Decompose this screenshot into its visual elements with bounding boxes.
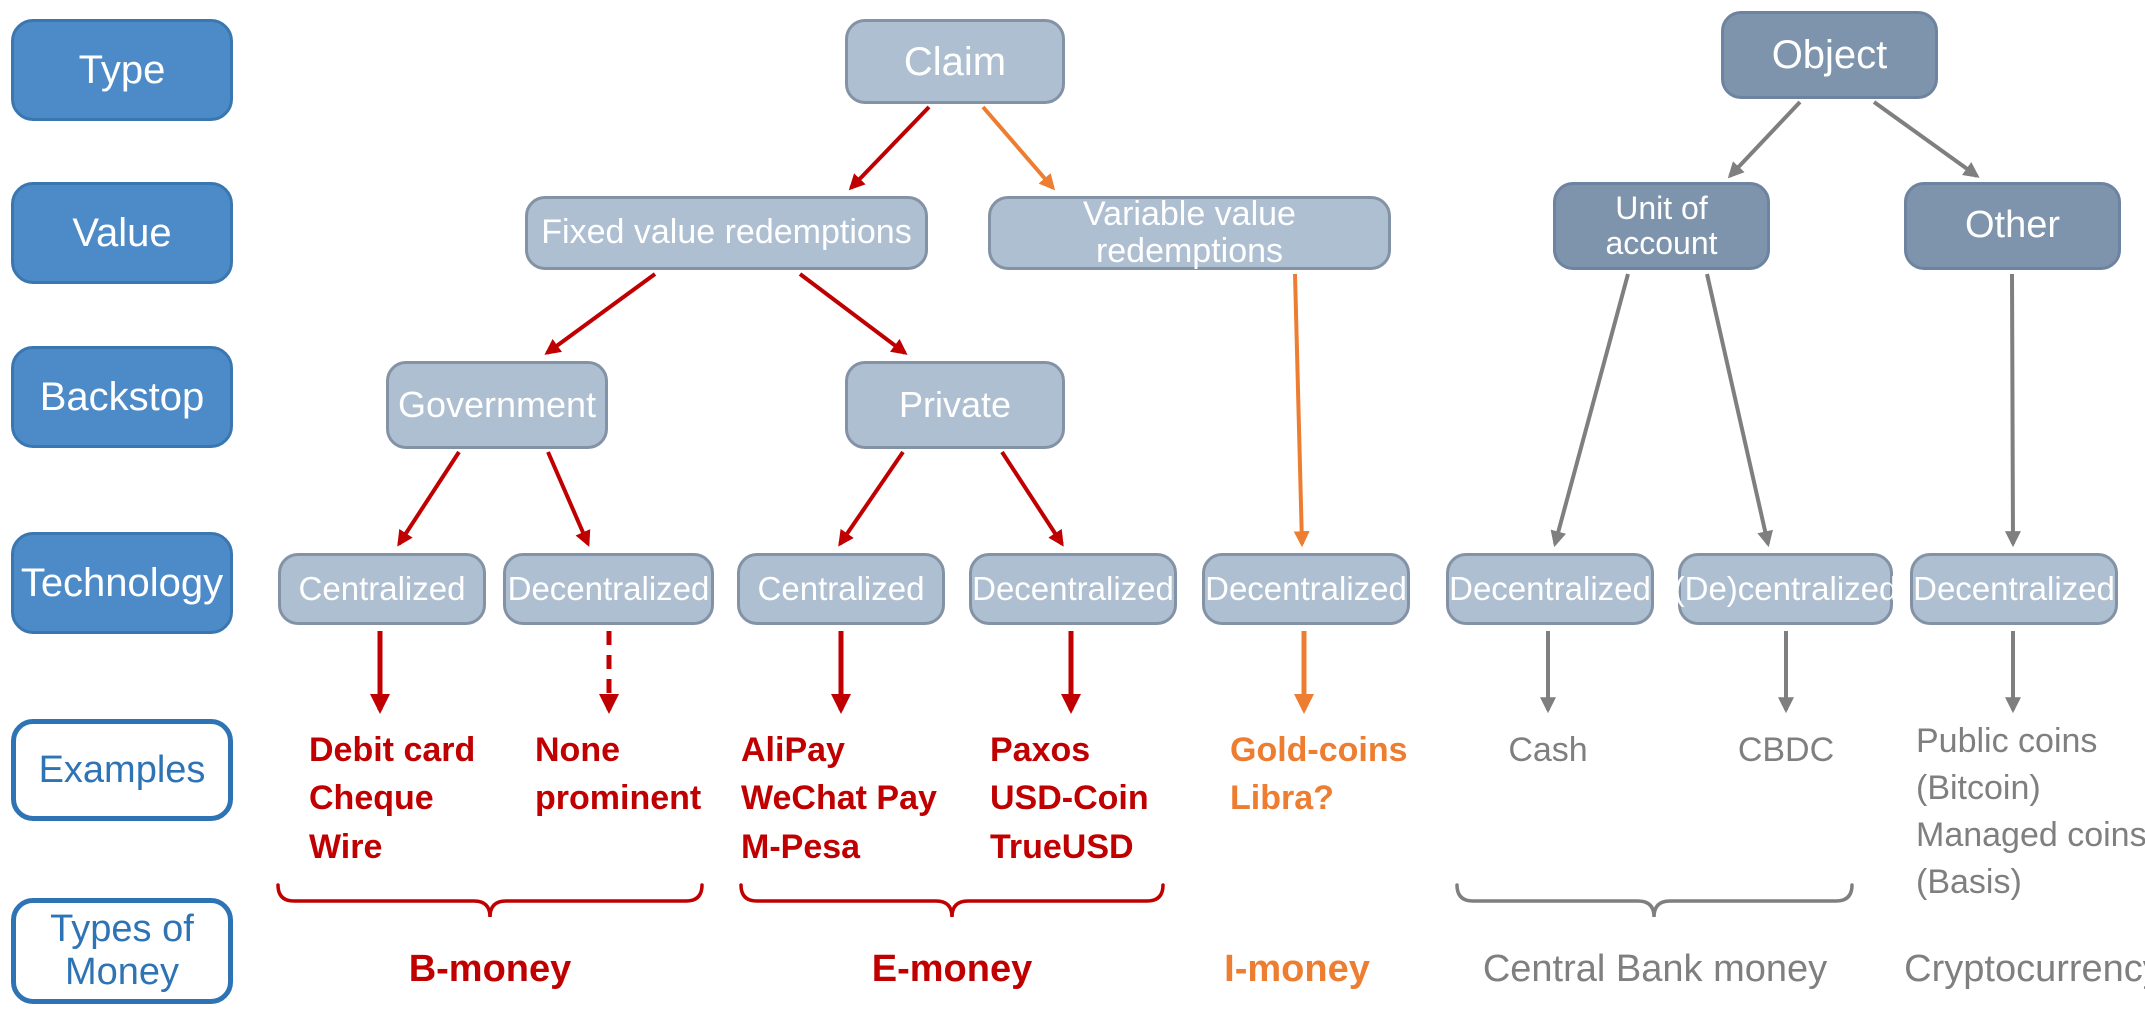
money-type-cryptocurrency: Cryptocurrency xyxy=(1904,948,2145,990)
node-tech-decentralized-var: Decentralized xyxy=(1202,553,1410,625)
node-object: Object xyxy=(1721,11,1938,99)
arrow-government-to-centralized xyxy=(397,450,461,547)
example-line: (Basis) xyxy=(1916,862,2022,901)
example-line: Paxos xyxy=(990,731,1091,769)
examples-gold-coins: Gold-coins Libra? xyxy=(1230,726,1408,823)
arrow-claim-to-variable xyxy=(981,105,1056,191)
node-variable-value-redemptions: Variable value redemptions xyxy=(988,195,1391,270)
row-label-types-of-money: Types of Money xyxy=(11,898,233,1004)
arrow-object-to-unit-of-account xyxy=(1727,100,1802,179)
money-type-e-money: E-money xyxy=(871,948,1033,990)
node-tech-decentralized-gov: Decentralized xyxy=(503,553,714,625)
arrow-fixed-to-private xyxy=(798,272,908,355)
arrow-unit-to-decentralized xyxy=(1550,273,1630,548)
example-line: USD-Coin xyxy=(990,779,1149,818)
arrow-government-to-decentralized xyxy=(546,451,591,547)
money-type-b-money: B-money xyxy=(408,948,572,990)
arrow-claim-to-fixed xyxy=(848,105,931,191)
example-line: Wire xyxy=(309,827,383,866)
arrow-unit-to-de-centralized xyxy=(1705,273,1773,548)
example-line: WeChat Pay xyxy=(741,779,937,818)
example-line: AliPay xyxy=(741,731,845,769)
node-tech-decentralized-priv: Decentralized xyxy=(969,553,1177,625)
node-other: Other xyxy=(1904,182,2121,270)
arrow-object-to-other xyxy=(1872,100,1980,178)
examples-none-prominent: None prominent xyxy=(535,726,701,823)
example-line: Public coins xyxy=(1916,722,2098,760)
node-tech-de-centralized: (De)centralized xyxy=(1674,553,1897,625)
arrow-variable-to-decentralized xyxy=(1293,273,1310,548)
node-tech-decentralized-other: Decentralized xyxy=(1910,553,2118,625)
node-private: Private xyxy=(845,361,1065,449)
node-fixed-value-redemptions: Fixed value redemptions xyxy=(525,196,928,270)
examples-public-coins: Public coins (Bitcoin) Managed coins (Ba… xyxy=(1916,718,2145,906)
example-line: prominent xyxy=(535,779,702,818)
row-label-examples: Examples xyxy=(11,719,233,821)
node-tech-centralized-gov: Centralized xyxy=(278,553,486,625)
examples-cbdc: CBDC xyxy=(1738,726,1834,774)
arrow-other-to-decentralized xyxy=(2004,273,2021,548)
brace-b-money xyxy=(276,883,704,918)
brace-central-bank-money xyxy=(1455,883,1854,918)
node-government: Government xyxy=(386,361,608,449)
examples-alipay: AliPay WeChat Pay M-Pesa xyxy=(741,726,937,871)
row-label-technology: Technology xyxy=(11,532,233,634)
node-claim: Claim xyxy=(845,19,1065,104)
node-tech-centralized-priv: Centralized xyxy=(737,553,945,625)
arrow-private-to-decentralized xyxy=(1000,450,1064,547)
example-line: Libra? xyxy=(1230,779,1334,818)
example-line: TrueUSD xyxy=(990,827,1134,866)
examples-debit-card: Debit card Cheque Wire xyxy=(309,726,475,871)
example-line: Debit card xyxy=(309,731,476,769)
example-line: (Bitcoin) xyxy=(1916,768,2041,807)
example-line: Cash xyxy=(1508,731,1588,769)
node-unit-of-account: Unit of account xyxy=(1553,182,1770,270)
example-line: Gold-coins xyxy=(1230,731,1408,769)
examples-cash: Cash xyxy=(1508,726,1587,774)
row-label-type: Type xyxy=(11,19,233,121)
node-tech-decentralized-unit: Decentralized xyxy=(1446,553,1654,625)
example-line: Managed coins xyxy=(1916,815,2145,854)
row-label-backstop: Backstop xyxy=(11,346,233,448)
arrow-private-to-centralized xyxy=(838,450,905,547)
brace-e-money xyxy=(739,883,1165,918)
example-line: None xyxy=(535,731,620,769)
example-line: CBDC xyxy=(1737,731,1835,769)
arrow-fixed-to-government xyxy=(544,272,657,355)
example-line: Cheque xyxy=(309,779,434,818)
money-type-i-money: I-money xyxy=(1224,948,1370,990)
examples-paxos: Paxos USD-Coin TrueUSD xyxy=(990,726,1149,871)
money-type-central-bank-money: Central Bank money xyxy=(1482,948,1828,990)
row-label-value: Value xyxy=(11,182,233,284)
example-line: M-Pesa xyxy=(741,827,861,866)
